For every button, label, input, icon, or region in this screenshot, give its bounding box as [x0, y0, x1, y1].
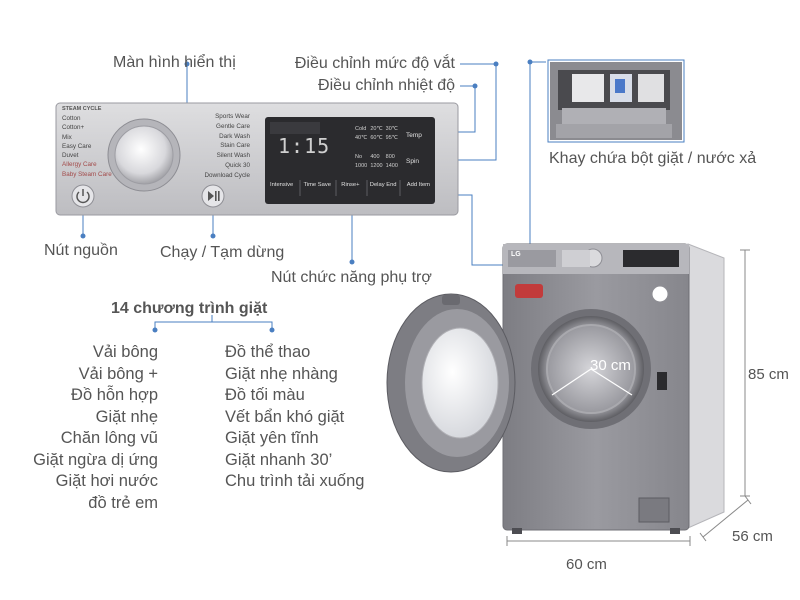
- panel-program: Duvet: [62, 152, 79, 160]
- programs-title: 14 chương trình giặt: [111, 300, 268, 317]
- spin-button[interactable]: Spin: [406, 158, 420, 165]
- option-button[interactable]: Rinse+: [341, 182, 360, 188]
- drawer-callout-frame: [547, 59, 685, 143]
- panel-program: Quick 30: [225, 161, 250, 169]
- option-button[interactable]: Time Save: [303, 182, 331, 188]
- panel-program: Cotton+: [62, 124, 85, 132]
- height-dimension: 85 cm: [748, 366, 789, 383]
- programs-left-list: Vải bông Vải bông + Đồ hỗn hợp Giặt nhẹ …: [33, 342, 158, 514]
- program-item: Giặt nhanh 30’: [225, 450, 333, 469]
- panel-program: Silent Wash: [216, 152, 250, 160]
- drum-dimension: 30 cm: [590, 357, 631, 374]
- drawer-callout: Khay chứa bột giặt / nước xả: [549, 150, 757, 167]
- panel-program: Cotton: [62, 115, 81, 122]
- option-button[interactable]: Intensive: [270, 182, 294, 188]
- drum-diameter-line: [551, 368, 592, 396]
- spin-connector: [434, 63, 497, 161]
- brand-logo: LG: [511, 251, 521, 258]
- program-item: Giặt nhẹ nhàng: [225, 364, 338, 383]
- width-dimension: 60 cm: [566, 556, 607, 573]
- depth-dimension-line: [702, 499, 749, 538]
- program-item: Giặt hơi nước: [55, 472, 158, 490]
- program-item: Vải bông +: [78, 364, 158, 383]
- programs-bracket: [154, 321, 273, 330]
- temp-callout: Điều chỉnh nhiệt độ: [318, 77, 455, 94]
- panel-program: Dark Wash: [219, 132, 250, 140]
- spin-callout: Điều chỉnh mức độ vắt: [294, 55, 455, 72]
- program-item: Vết bẩn khó giặt: [225, 407, 345, 426]
- programs-right-list: Đồ thể thao Giặt nhẹ nhàng Đồ tối màu Vế…: [225, 342, 364, 493]
- temp-button[interactable]: Temp: [406, 132, 422, 139]
- panel-program: Gentle Care: [216, 122, 250, 130]
- program-item: Đồ thể thao: [225, 343, 311, 361]
- display-callout: Màn hình hiển thị: [113, 54, 236, 71]
- program-item: Giặt ngừa dị ứng: [33, 450, 158, 469]
- door-glass: [421, 327, 499, 439]
- program-item: Chăn lông vũ: [60, 429, 158, 447]
- panel-program: Baby Steam Care: [62, 170, 112, 178]
- power-callout: Nút nguồn: [44, 242, 118, 259]
- program-item: Giặt yên tĩnh: [225, 429, 319, 447]
- panel-program: Allergy Care: [62, 161, 97, 169]
- panel-program: Mix: [62, 133, 72, 141]
- program-item: Giặt nhẹ: [95, 407, 158, 426]
- option-button[interactable]: Add Item: [406, 182, 430, 188]
- program-item: đồ trẻ em: [88, 493, 158, 512]
- panel-program: Sports Wear: [215, 113, 250, 120]
- option-button[interactable]: Delay End: [369, 182, 397, 188]
- steam-cycle-label: STEAM CYCLE: [62, 106, 102, 112]
- program-item: Chu trình tải xuống: [225, 472, 365, 490]
- start-callout: Chạy / Tạm dừng: [160, 244, 285, 261]
- lcd-display: [265, 117, 435, 204]
- option-buttons: Intensive Time Save Rinse+ Delay End Add…: [270, 182, 430, 188]
- program-item: Đồ hỗn hợp: [71, 386, 158, 404]
- panel-program: Easy Care: [62, 142, 92, 150]
- program-knob: [114, 125, 174, 185]
- panel-right-programs: Sports Wear Gentle Care Dark Wash Stain …: [188, 112, 251, 181]
- options-callout: Nút chức năng phụ trợ: [271, 269, 432, 286]
- panel-left-programs: Cotton Cotton+ Mix Easy Care Duvet Aller…: [62, 114, 117, 179]
- panel-program: Download Cycle: [204, 171, 251, 179]
- depth-dimension: 56 cm: [732, 528, 773, 545]
- lcd-digits: 1:15: [278, 134, 331, 158]
- program-item: Vải bông: [92, 343, 158, 361]
- panel-program: Stain Care: [220, 142, 250, 150]
- program-item: Đồ tối màu: [225, 386, 305, 404]
